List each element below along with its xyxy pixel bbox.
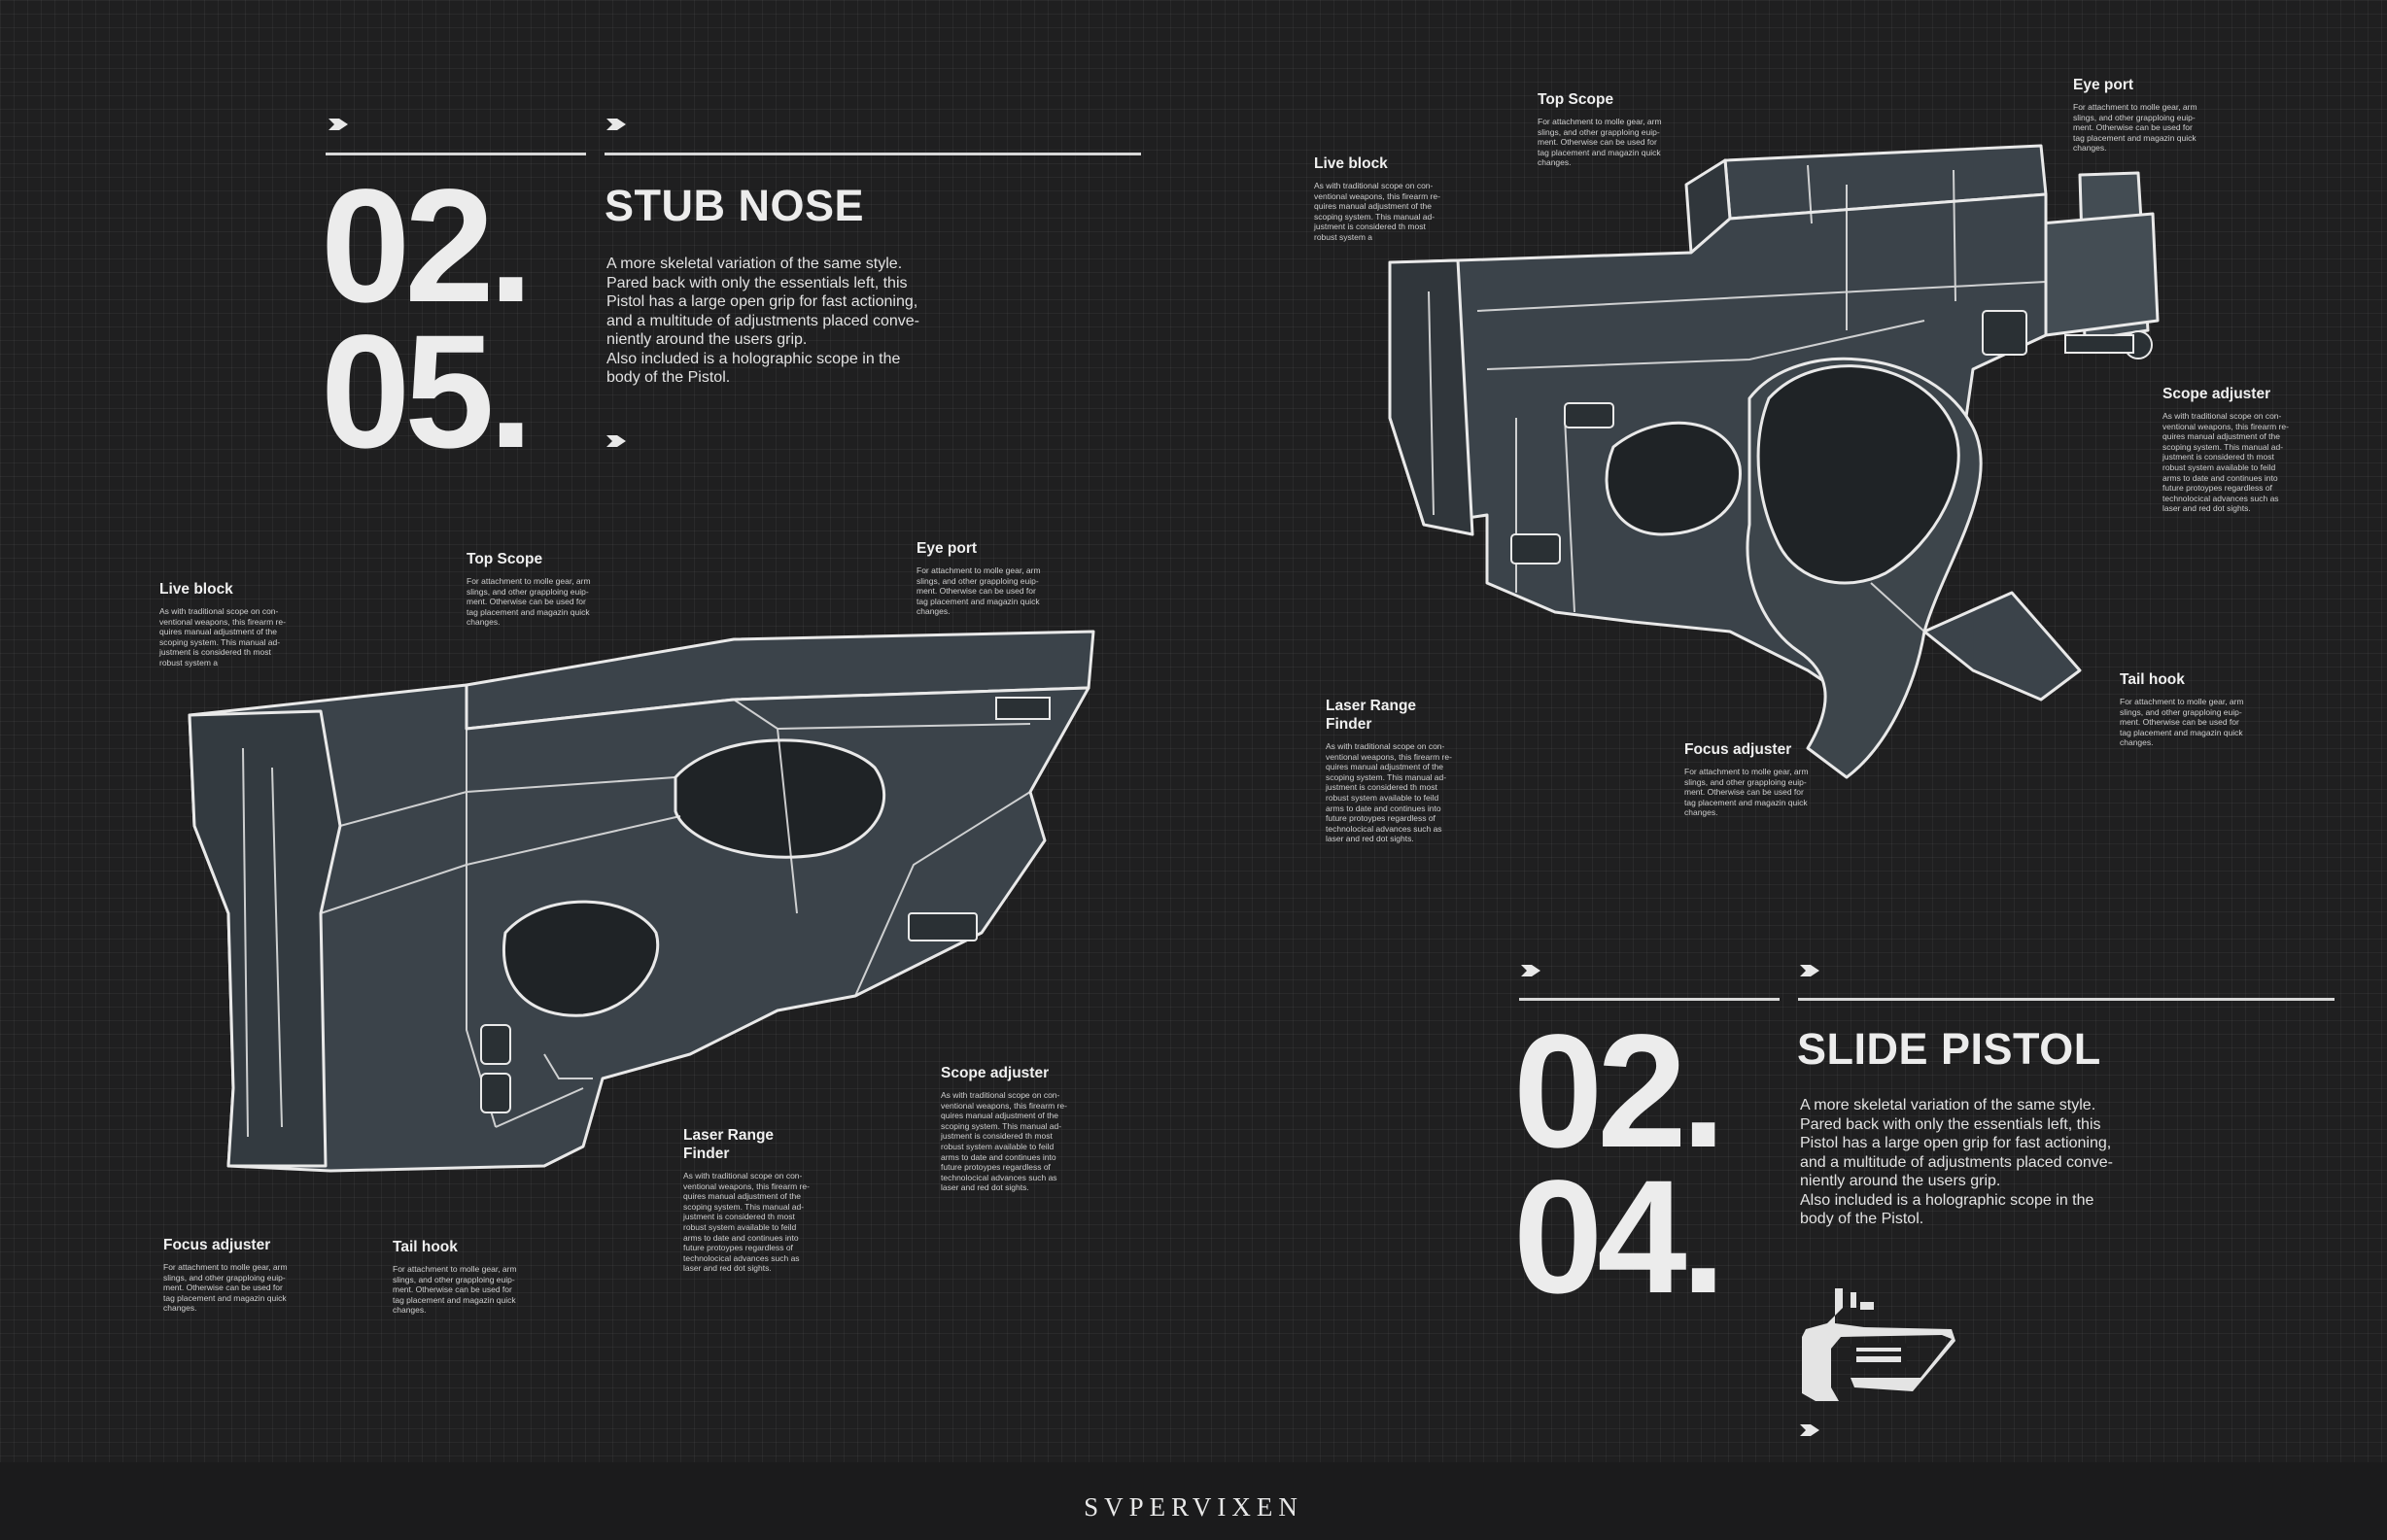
chevron-arrow-icon [606,119,626,130]
callout-live-block: Live block As with traditional scope on … [1314,154,1489,243]
callout-text: As with traditional scope on con- ventio… [159,606,286,667]
callout-title: Tail hook [2120,671,2185,688]
callout-title: Eye port [917,540,978,557]
callout-title: Top Scope [467,551,543,567]
section-title-stub-nose: STUB NOSE [605,181,865,230]
pistol-silhouette-icon [1802,1288,1955,1401]
callout-eye-port: Eye port For attachment to molle gear, a… [917,539,1091,617]
callout-text: For attachment to molle gear, arm slings… [2120,697,2244,748]
callout-top-scope: Top Scope For attachment to molle gear, … [1538,90,1712,168]
callout-text: For attachment to molle gear, arm slings… [393,1264,517,1316]
callout-tail-hook: Tail hook For attachment to molle gear, … [393,1238,568,1316]
callout-laser-range-finder: Laser Range Finder As with traditional s… [683,1126,858,1274]
callout-title: Live block [1314,155,1388,172]
chevron-arrow-icon [329,119,348,130]
callout-eye-port: Eye port For attachment to molle gear, a… [2073,76,2248,154]
slide-pistol-sketch [1388,144,2160,779]
callout-text: As with traditional scope on con- ventio… [1326,741,1452,844]
callout-title: Laser Range Finder [1326,698,1417,733]
callout-text: For attachment to molle gear, arm slings… [1538,117,1662,168]
section-title-slide-pistol: SLIDE PISTOL [1797,1024,2101,1074]
callout-laser-range-finder: Laser Range Finder As with traditional s… [1326,697,1501,844]
callout-top-scope: Top Scope For attachment to molle gear, … [467,550,641,628]
callout-text: For attachment to molle gear, arm slings… [1684,767,1809,818]
divider-rule [326,153,586,155]
section-description-stub-nose: A more skeletal variation of the same st… [606,256,919,386]
section-description-slide-pistol: A more skeletal variation of the same st… [1800,1097,2113,1227]
section-number-major: 02. [321,156,534,336]
callout-title: Live block [159,581,233,598]
callout-text: For attachment to molle gear, arm slings… [2073,102,2197,154]
callout-title: Top Scope [1538,91,1614,108]
callout-scope-adjuster: Scope adjuster As with traditional scope… [2162,385,2337,514]
callout-text: As with traditional scope on con- ventio… [683,1171,810,1274]
callout-text: For attachment to molle gear, arm slings… [467,576,591,628]
callout-text: As with traditional scope on con- ventio… [1314,181,1440,242]
callout-text: As with traditional scope on con- ventio… [2162,411,2289,514]
callout-text: As with traditional scope on con- ventio… [941,1090,1067,1193]
chevron-arrow-icon [1800,965,1819,976]
chevron-arrow-icon [1800,1424,1819,1436]
callout-title: Scope adjuster [2162,386,2271,402]
bottom-band [0,1462,2387,1540]
callout-title: Laser Range Finder [683,1127,775,1162]
callout-live-block: Live block As with traditional scope on … [159,580,334,668]
divider-rule [605,153,1141,155]
callout-title: Tail hook [393,1239,458,1255]
divider-rule [1798,998,2335,1001]
stub-nose-pistol-sketch [188,630,1095,1173]
callout-text: For attachment to molle gear, arm slings… [163,1262,288,1314]
section-number-minor: 05. [321,302,534,482]
callout-text: For attachment to molle gear, arm slings… [917,565,1041,617]
chevron-arrow-icon [1521,965,1540,976]
callout-title: Focus adjuster [1684,741,1792,758]
callout-focus-adjuster: Focus adjuster For attachment to molle g… [1684,740,1859,818]
callout-tail-hook: Tail hook For attachment to molle gear, … [2120,670,2295,748]
chevron-arrow-icon [606,435,626,447]
section-number-minor: 04. [1513,1147,1726,1327]
divider-rule [1519,998,1780,1001]
section-number-major: 02. [1513,1002,1726,1181]
callout-title: Scope adjuster [941,1065,1050,1081]
callout-scope-adjuster: Scope adjuster As with traditional scope… [941,1064,1116,1193]
callout-focus-adjuster: Focus adjuster For attachment to molle g… [163,1236,338,1314]
brand-wordmark: SVPERVIXEN [1084,1492,1303,1522]
callout-title: Eye port [2073,77,2134,93]
callout-title: Focus adjuster [163,1237,271,1253]
